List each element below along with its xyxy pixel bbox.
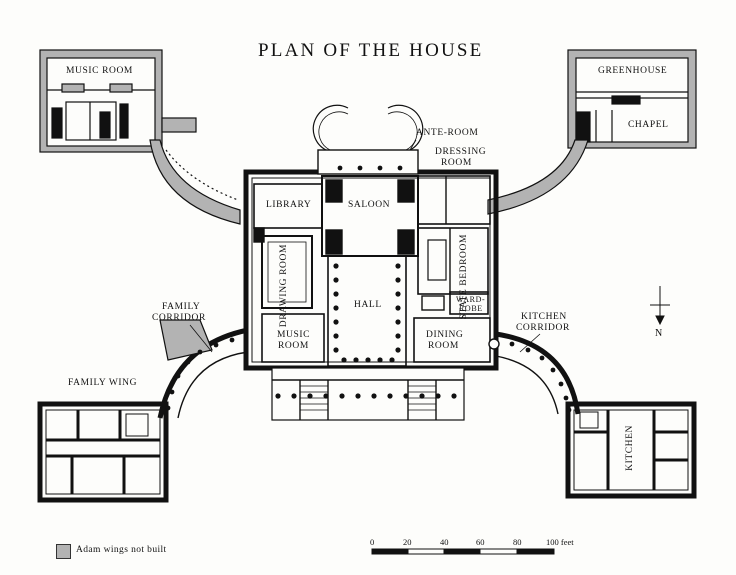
hall-column: [333, 291, 339, 297]
portico-column: [377, 165, 383, 171]
corridor-column: [525, 347, 531, 353]
hall-column: [333, 277, 339, 283]
corridor-column: [185, 359, 191, 365]
label-family-wing: FAMILY WING: [68, 378, 138, 388]
portico-column: [339, 393, 345, 399]
hall-column: [377, 357, 383, 363]
label-dining-1: DINING: [426, 330, 464, 340]
label-dressing-1: DRESSING: [435, 147, 487, 157]
corridor-column: [558, 381, 564, 387]
hall-column: [395, 347, 401, 353]
portico-column: [397, 165, 403, 171]
hall-column: [333, 347, 339, 353]
corridor-column: [169, 389, 175, 395]
corridor-column: [539, 355, 545, 361]
label-dining-2: ROOM: [428, 341, 459, 351]
label-wardrobe-2: ROBE: [459, 304, 483, 313]
legend-swatch: [56, 544, 71, 559]
scale-tick-60: 60: [476, 537, 485, 547]
corridor-column: [165, 405, 171, 411]
hall-column: [333, 333, 339, 339]
label-kitchen-corridor-1: KITCHEN: [521, 312, 567, 322]
label-kitchen-corridor-2: CORRIDOR: [516, 323, 570, 333]
hall-column: [395, 305, 401, 311]
scale-tick-100: 100 feet: [546, 537, 574, 547]
portico-column: [337, 165, 343, 171]
corridor-column: [550, 367, 556, 373]
hall-column: [333, 263, 339, 269]
label-drawing-room: DRAWING ROOM: [279, 244, 289, 328]
portico-column: [451, 393, 457, 399]
hall-column: [333, 319, 339, 325]
north-label: N: [655, 328, 663, 339]
portico-column: [435, 393, 441, 399]
legend-text: Adam wings not built: [76, 545, 167, 555]
main-block: [243, 104, 500, 421]
hall-column: [395, 291, 401, 297]
portico-column: [419, 393, 425, 399]
label-library: LIBRARY: [266, 200, 312, 210]
north-arrow: [650, 286, 670, 326]
scale-tick-20: 20: [403, 537, 412, 547]
label-hall: HALL: [354, 300, 382, 310]
music-room-wing: [39, 49, 197, 153]
hall-column: [395, 333, 401, 339]
corridor-column: [229, 337, 235, 343]
label-dressing-2: ROOM: [441, 158, 472, 168]
label-ante-room: ANTE-ROOM: [416, 128, 479, 138]
label-family-corridor-1: FAMILY: [162, 302, 201, 312]
corridor-column: [509, 341, 515, 347]
scale-tick-40: 40: [440, 537, 449, 547]
label-saloon: SALOON: [348, 200, 391, 210]
kitchen-corridor: [495, 331, 581, 415]
portico-column: [357, 165, 363, 171]
hall-column: [333, 305, 339, 311]
hall-column: [395, 263, 401, 269]
hall-column: [395, 277, 401, 283]
portico-column: [403, 393, 409, 399]
left-upper-link: [149, 139, 241, 225]
portico-column: [291, 393, 297, 399]
scale-tick-80: 80: [513, 537, 522, 547]
right-upper-link: [487, 139, 589, 215]
plan-title: PLAN OF THE HOUSE: [258, 40, 484, 61]
leader-lines: [189, 139, 541, 353]
hall-column: [395, 319, 401, 325]
corridor-column: [563, 395, 569, 401]
hall-column: [389, 357, 395, 363]
portico-column: [387, 393, 393, 399]
label-music-room-wing: MUSIC ROOM: [66, 66, 133, 76]
hall-column: [365, 357, 371, 363]
portico-column: [355, 393, 361, 399]
kitchen-wing: [565, 401, 697, 499]
corridor-column: [197, 349, 203, 355]
label-chapel: CHAPEL: [628, 120, 669, 130]
label-music-room-1: MUSIC: [277, 330, 311, 340]
hall-column: [341, 357, 347, 363]
south-stairs: [300, 385, 436, 411]
label-kitchen: KITCHEN: [625, 425, 635, 471]
family-wing: [37, 401, 169, 503]
label-music-room-2: ROOM: [278, 341, 309, 351]
scale-tick-0: 0: [370, 537, 375, 547]
portico-column: [323, 393, 329, 399]
corridor-column: [213, 342, 219, 348]
portico-column: [307, 393, 313, 399]
corridor-column: [566, 407, 572, 413]
portico-column: [275, 393, 281, 399]
greenhouse-chapel-wing: [567, 49, 697, 149]
label-wardrobe-1: WARD-: [456, 295, 486, 304]
label-greenhouse: GREENHOUSE: [598, 66, 668, 76]
corridor-column: [175, 373, 181, 379]
label-family-corridor-2: CORRIDOR: [152, 313, 206, 323]
portico-column: [371, 393, 377, 399]
scale-bar: [371, 548, 555, 555]
hall-column: [353, 357, 359, 363]
